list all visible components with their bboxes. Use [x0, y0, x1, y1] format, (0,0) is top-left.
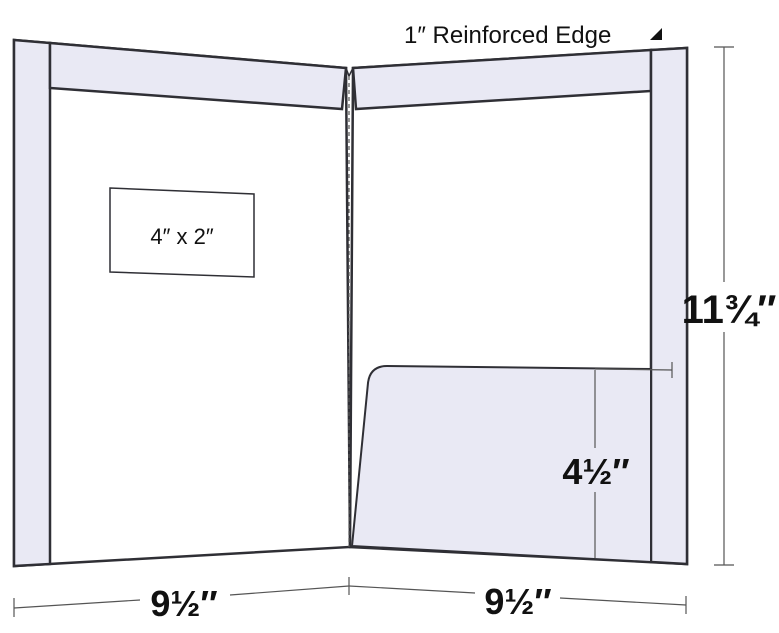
pocket — [350, 364, 652, 564]
triangle-pointer-icon — [650, 28, 662, 40]
card-slot — [109, 187, 255, 278]
height-label: 11¾″ — [682, 288, 777, 332]
right-width-label: 9½″ — [484, 581, 551, 622]
pocket-top-dim-extension — [594, 368, 673, 371]
left-panel — [12, 38, 352, 568]
card-slot-label: 4″ x 2″ — [150, 224, 213, 249]
height-label-bg — [692, 282, 774, 332]
pocket-height-label-bg — [563, 448, 629, 492]
reinforced-edge-label: 1″ Reinforced Edge — [404, 22, 611, 49]
left-top-reinforced-strip — [48, 41, 348, 111]
left-width-dim-line-a — [13, 599, 141, 609]
left-width-dim-line-b — [229, 585, 350, 596]
left-reinforced-strip — [12, 38, 52, 568]
right-width-dim-line-a — [348, 585, 476, 594]
left-width-label: 9½″ — [150, 583, 217, 624]
right-width-dim-line-b — [559, 597, 687, 606]
pocket-height-label: 4½″ — [562, 451, 629, 492]
